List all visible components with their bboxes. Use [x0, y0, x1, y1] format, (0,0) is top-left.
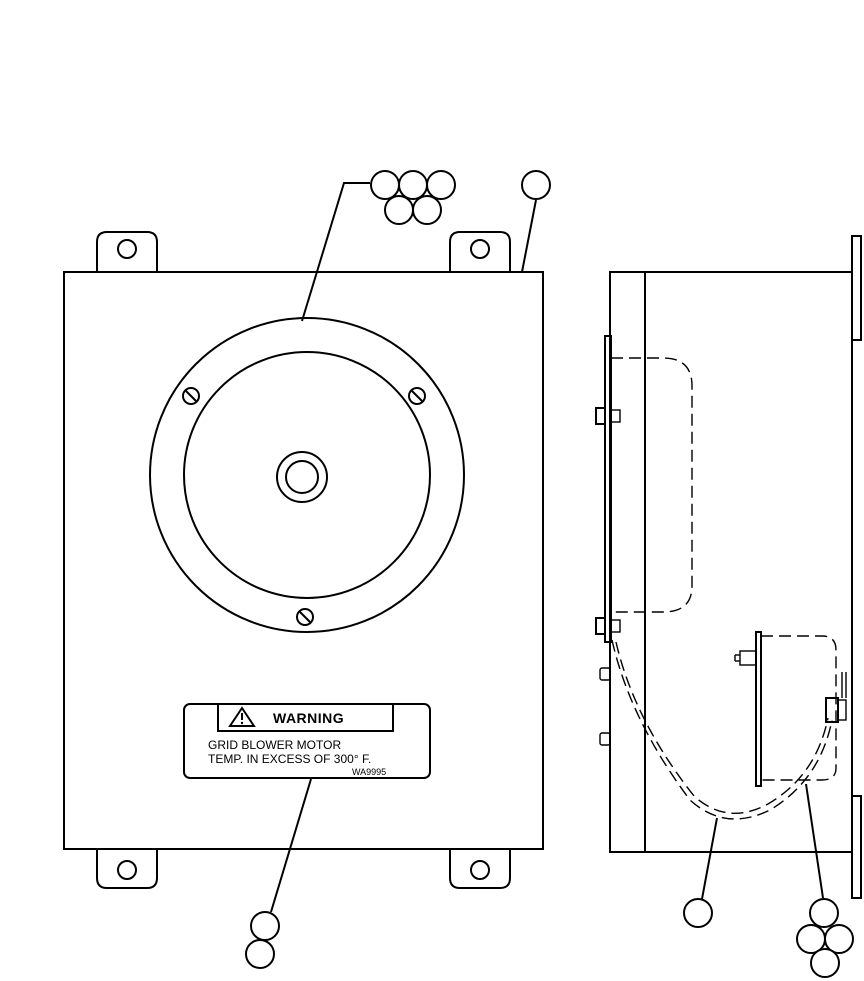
callout-bubble: [810, 948, 840, 978]
side-view: [595, 235, 862, 899]
callout-bubble-housing: [521, 170, 551, 200]
leader-line-decal: [270, 778, 312, 913]
screw-bottom: [296, 608, 314, 626]
callout-bubble: [809, 898, 839, 928]
leader-line-housing: [521, 199, 537, 273]
front-view: WARNING GRID BLOWER MOTOR TEMP. IN EXCES…: [63, 231, 544, 889]
callout-bubble-decal: [245, 939, 275, 969]
callout-cluster-switch: [796, 898, 854, 978]
mounting-flange-bottom: [851, 795, 862, 899]
callouts: [245, 170, 854, 978]
warning-decal: WARNING GRID BLOWER MOTOR TEMP. IN EXCES…: [183, 703, 431, 779]
mounting-hole-bottom-left: [117, 860, 137, 880]
blower-housing-front: [63, 271, 544, 850]
motor-hub-inner: [285, 460, 319, 494]
callout-bubble: [370, 170, 400, 200]
mounting-tab-bottom-right: [449, 849, 511, 889]
leader-line-cable: [701, 817, 718, 900]
housing-stud-upper: [599, 667, 611, 681]
warning-line-1: GRID BLOWER MOTOR: [208, 738, 341, 752]
motor-inner-ring: [183, 351, 431, 599]
screw-top-right: [408, 387, 426, 405]
mounting-hole-top-right: [470, 239, 490, 259]
mounting-tab-top-right: [449, 231, 511, 272]
bolt-upper: [595, 407, 621, 425]
cable: [611, 639, 833, 820]
mounting-tab-bottom-left: [96, 849, 158, 889]
callout-bubble: [426, 170, 456, 200]
bolt-lower: [595, 617, 621, 635]
callout-bubble: [384, 195, 414, 225]
callout-bubble: [824, 924, 854, 954]
screw-top-left: [182, 387, 200, 405]
housing-stud-lower: [599, 732, 611, 746]
callout-bubble-cable: [683, 898, 713, 928]
warning-triangle-icon: [228, 706, 256, 727]
mounting-hole-top-left: [117, 239, 137, 259]
warning-code: WA9995: [352, 767, 386, 777]
leader-line-motor: [301, 182, 370, 322]
callout-bubble-decal: [250, 911, 280, 941]
mounting-flange-top: [851, 235, 862, 341]
warning-heading: WARNING: [273, 710, 344, 726]
mounting-tab-top-left: [96, 231, 158, 272]
mounting-hole-bottom-right: [470, 860, 490, 880]
leader-line-switch: [805, 783, 824, 899]
callout-bubble: [412, 195, 442, 225]
warning-line-2: TEMP. IN EXCESS OF 300° F.: [208, 752, 371, 766]
motor-hub-outer: [276, 451, 328, 503]
motor-outer-flange: [149, 317, 465, 633]
motor-body-hidden: [611, 357, 693, 613]
motor-mount-plate: [604, 335, 612, 643]
callout-cluster-motor: [370, 170, 456, 225]
thermal-switch: [734, 631, 847, 787]
callout-bubble: [398, 170, 428, 200]
